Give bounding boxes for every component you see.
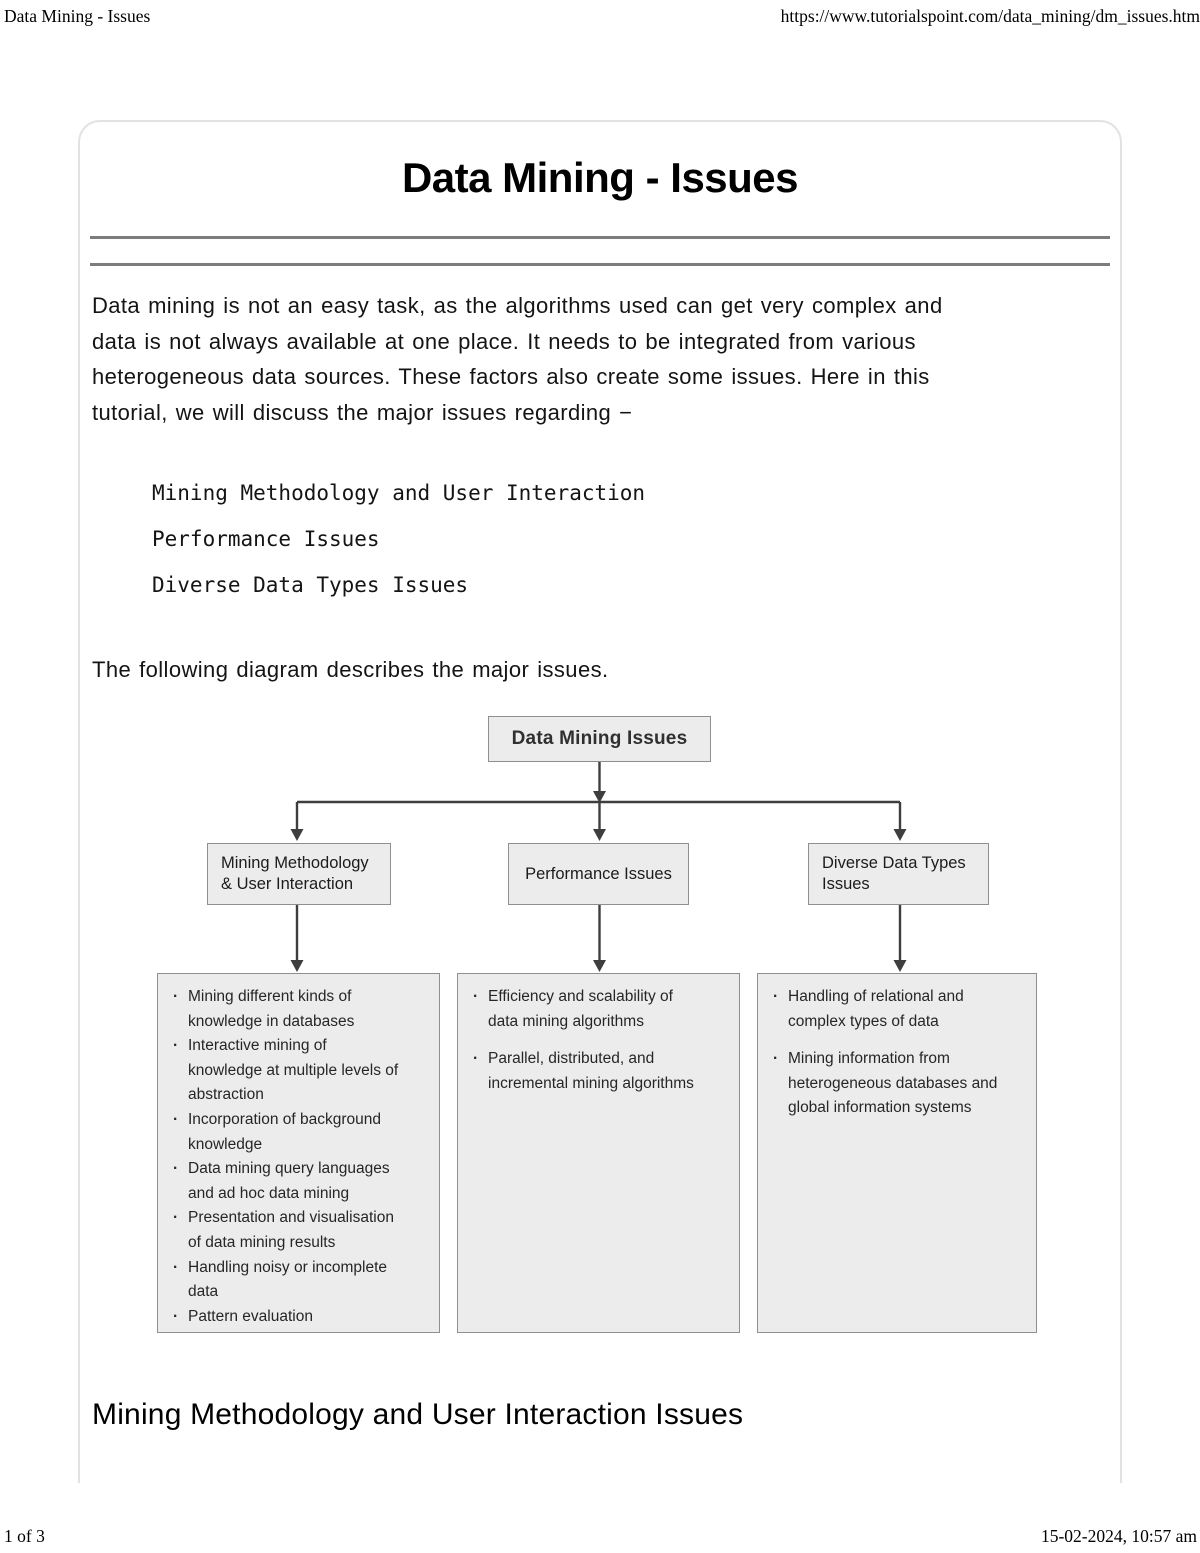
list-item: Efficiency and scalability of data minin… [471, 985, 731, 1034]
diagram-caption: The following diagram describes the majo… [92, 657, 609, 682]
list-item: Performance Issues [152, 527, 380, 551]
diagram-detail-list: Mining different kinds of knowledge in d… [158, 974, 439, 1329]
list-item: Mining information from heterogeneous da… [771, 1047, 1028, 1121]
list-item: Data mining query languages and ad hoc d… [171, 1157, 431, 1206]
divider-bottom [90, 263, 1110, 266]
diagram-detail-list: Handling of relational and complex types… [758, 974, 1036, 1121]
print-footer-page-number: 1 of 3 [4, 1526, 45, 1546]
list-item: Handling of relational and complex types… [771, 985, 1028, 1034]
diagram-root-box: Data Mining Issues [488, 716, 711, 762]
list-item: Diverse Data Types Issues [152, 573, 469, 597]
list-item: Handling noisy or incomplete data [171, 1256, 431, 1305]
diagram-detail-box-mining-methodology: Mining different kinds of knowledge in d… [157, 973, 440, 1333]
print-footer-timestamp: 15-02-2024, 10:57 am [1040, 1526, 1197, 1546]
print-header-url: https://www.tutorialspoint.com/data_mini… [780, 6, 1200, 26]
article-title: Data Mining - Issues [401, 154, 799, 201]
print-header-title: Data Mining - Issues [4, 6, 151, 26]
diagram-branch-label-mining-methodology: Mining Methodology & User Interaction [207, 843, 391, 905]
diagram-branch-label-performance: Performance Issues [508, 843, 689, 905]
diagram-detail-list: Efficiency and scalability of data minin… [458, 974, 739, 1096]
intro-paragraph: Data mining is not an easy task, as the … [92, 293, 943, 425]
divider-top [90, 236, 1110, 239]
list-item: Interactive mining of knowledge at multi… [171, 1034, 431, 1108]
diagram-branch-label-diverse-data-types: Diverse Data Types Issues [808, 843, 989, 905]
section-heading: Mining Methodology and User Interaction … [92, 1398, 744, 1431]
list-item: Parallel, distributed, and incremental m… [471, 1047, 731, 1096]
list-item: Mining different kinds of knowledge in d… [171, 985, 431, 1034]
list-item: Pattern evaluation [171, 1305, 431, 1330]
list-item: Incorporation of background knowledge [171, 1108, 431, 1157]
list-item: Presentation and visualisation of data m… [171, 1206, 431, 1255]
list-item: Mining Methodology and User Interaction [152, 481, 646, 505]
diagram-detail-box-performance: Efficiency and scalability of data minin… [457, 973, 740, 1333]
diagram-detail-box-diverse-data-types: Handling of relational and complex types… [757, 973, 1037, 1333]
